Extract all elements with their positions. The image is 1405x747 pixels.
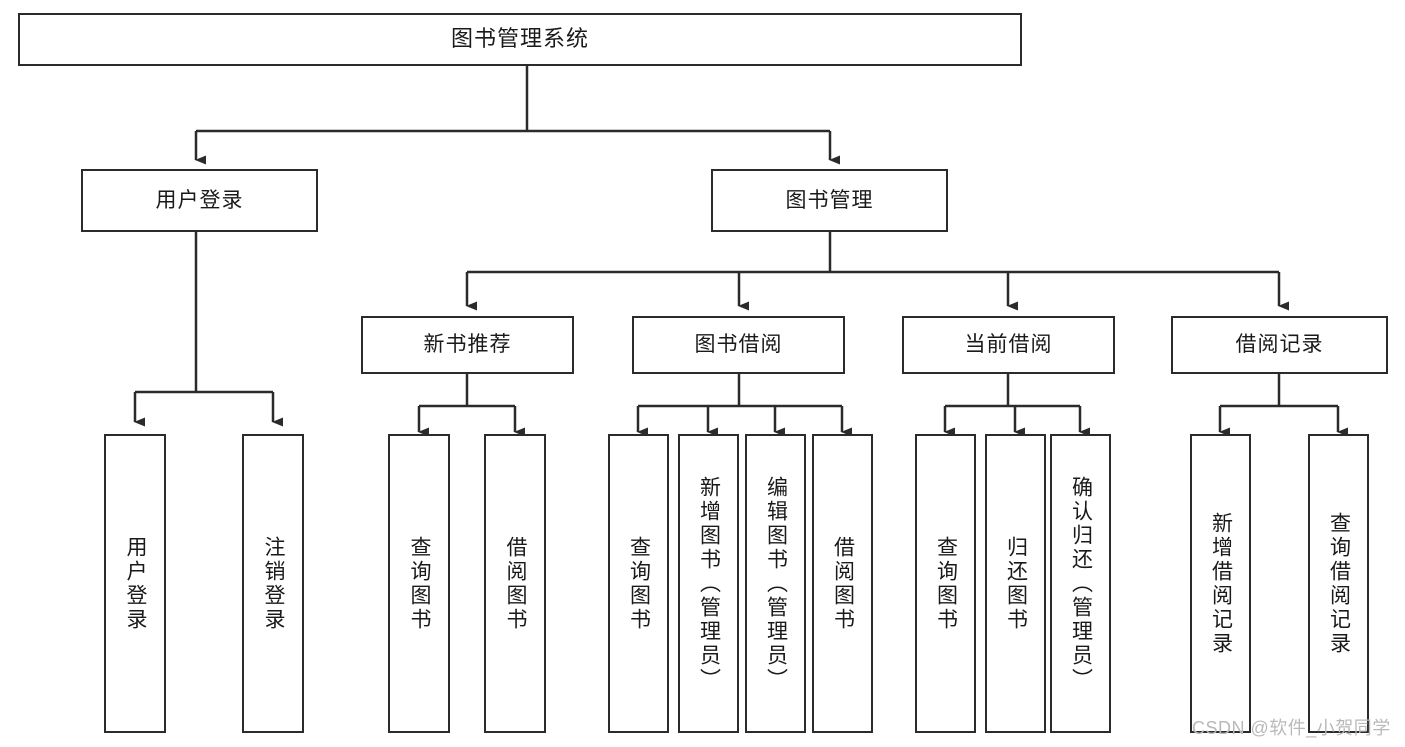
node-leaf-recommend-borrow-book[interactable]: 借阅图书 [484,434,546,733]
node-label: 编辑图书（管理员） [764,475,788,692]
node-borrow-record[interactable]: 借阅记录 [1171,316,1388,374]
node-label: 查询图书 [934,535,958,632]
node-leaf-borrow-query-book[interactable]: 查询图书 [608,434,669,733]
node-leaf-recommend-query-book[interactable]: 查询图书 [388,434,450,733]
node-label: 新增借阅记录 [1209,511,1233,656]
node-label: 注销登录 [262,535,286,632]
node-label: 当前借阅 [964,333,1053,357]
node-leaf-edit-book-admin[interactable]: 编辑图书（管理员） [745,434,806,733]
node-leaf-add-book-admin[interactable]: 新增图书（管理员） [678,434,739,733]
node-leaf-user-login[interactable]: 用户登录 [104,434,166,733]
node-label: 查询图书 [627,535,651,632]
node-leaf-return-book[interactable]: 归还图书 [985,434,1046,733]
node-label: 图书管理 [785,188,874,212]
node-book-borrow[interactable]: 图书借阅 [632,316,845,374]
node-label: 用户登录 [124,535,148,632]
node-leaf-add-borrow-record[interactable]: 新增借阅记录 [1190,434,1251,733]
node-current-borrow[interactable]: 当前借阅 [902,316,1115,374]
node-leaf-query-borrow-record[interactable]: 查询借阅记录 [1308,434,1369,733]
csdn-watermark: CSDN @软件_小贺同学 [1192,718,1391,738]
node-leaf-logout[interactable]: 注销登录 [242,434,304,733]
node-label: 确认归还（管理员） [1069,475,1093,692]
node-label: 查询借阅记录 [1327,511,1351,656]
node-label: 图书管理系统 [450,26,589,52]
node-new-book-recommend[interactable]: 新书推荐 [361,316,574,374]
node-label: 借阅图书 [831,535,855,632]
node-label: 用户登录 [155,188,244,212]
node-label: 借阅图书 [504,535,528,632]
node-label: 归还图书 [1004,535,1028,632]
node-label: 图书借阅 [694,333,783,357]
node-leaf-current-query-book[interactable]: 查询图书 [915,434,976,733]
node-label: 查询图书 [408,535,432,632]
node-leaf-borrow-book[interactable]: 借阅图书 [812,434,873,733]
node-label: 新书推荐 [423,333,512,357]
node-label: 新增图书（管理员） [697,475,721,692]
node-user-login[interactable]: 用户登录 [81,169,318,232]
node-book-management[interactable]: 图书管理 [711,169,948,232]
node-root-book-management-system[interactable]: 图书管理系统 [18,13,1022,66]
node-label: 借阅记录 [1235,333,1324,357]
node-leaf-confirm-return-admin[interactable]: 确认归还（管理员） [1050,434,1111,733]
